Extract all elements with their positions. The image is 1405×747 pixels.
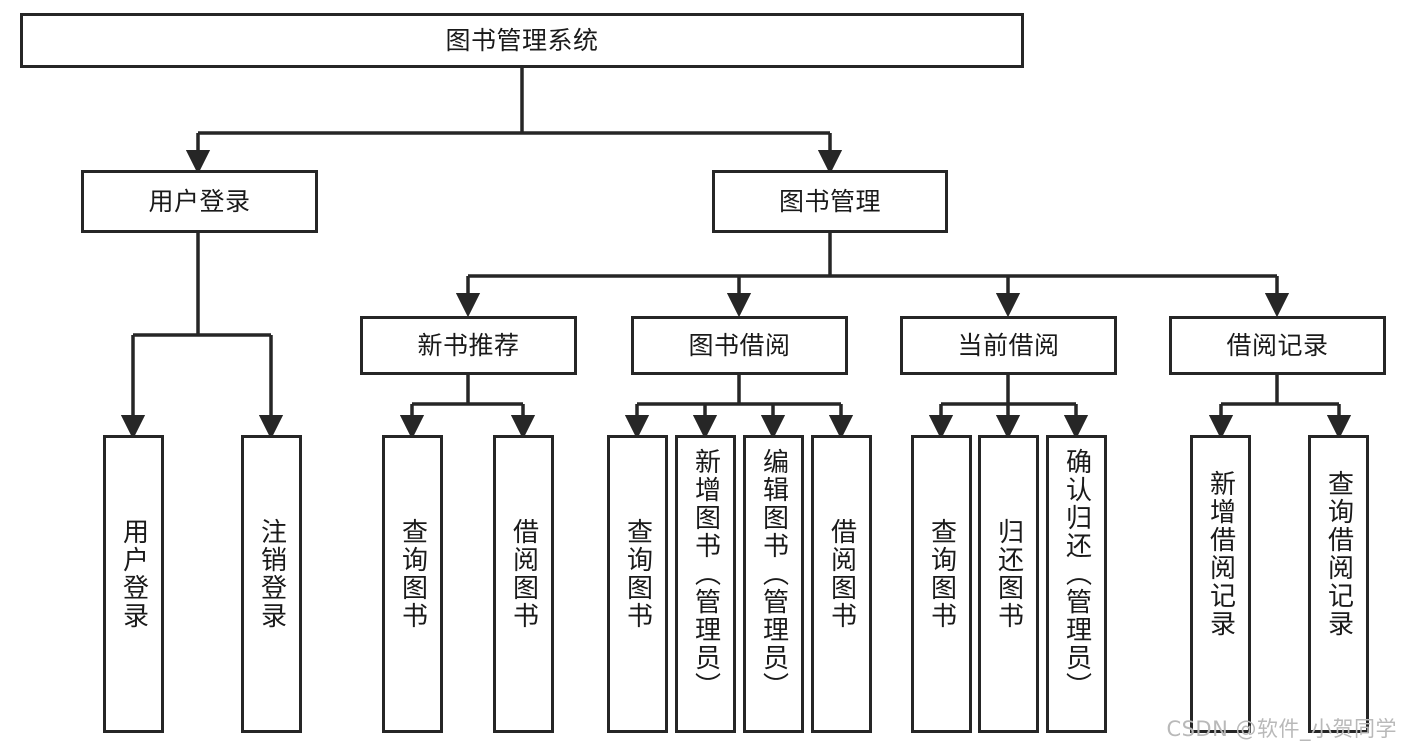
node-leaf-borrow-book-2-label: 借阅图书	[826, 518, 857, 630]
node-book-manage[interactable]: 图书管理	[712, 170, 948, 233]
node-leaf-edit-book[interactable]: 编辑图书（管理员）	[743, 435, 804, 733]
node-borrow-record[interactable]: 借阅记录	[1169, 316, 1386, 375]
node-leaf-borrow-book-1-label: 借阅图书	[508, 518, 539, 630]
node-leaf-add-book[interactable]: 新增图书（管理员）	[675, 435, 736, 733]
node-leaf-user-login-label: 用户登录	[118, 518, 149, 630]
node-new-book-rec[interactable]: 新书推荐	[360, 316, 577, 375]
node-leaf-return-book[interactable]: 归还图书	[978, 435, 1039, 733]
node-leaf-add-record[interactable]: 新增借阅记录	[1190, 435, 1251, 733]
node-leaf-user-login[interactable]: 用户登录	[103, 435, 164, 733]
node-borrow-record-label: 借阅记录	[1226, 330, 1329, 360]
node-current-borrow-label: 当前借阅	[957, 330, 1060, 360]
node-leaf-edit-book-label: 编辑图书（管理员）	[758, 448, 789, 700]
node-leaf-borrow-book-2[interactable]: 借阅图书	[811, 435, 872, 733]
node-leaf-query-book-1[interactable]: 查询图书	[382, 435, 443, 733]
node-leaf-confirm-return-label: 确认归还（管理员）	[1061, 448, 1092, 700]
node-leaf-borrow-book-1[interactable]: 借阅图书	[493, 435, 554, 733]
node-user-login-label: 用户登录	[148, 186, 251, 216]
node-leaf-query-record[interactable]: 查询借阅记录	[1308, 435, 1369, 733]
node-book-borrow-label: 图书借阅	[688, 330, 791, 360]
node-leaf-add-book-label: 新增图书（管理员）	[690, 448, 721, 700]
node-current-borrow[interactable]: 当前借阅	[900, 316, 1117, 375]
node-leaf-user-logout[interactable]: 注销登录	[241, 435, 302, 733]
node-leaf-query-book-3[interactable]: 查询图书	[911, 435, 972, 733]
node-leaf-query-book-3-label: 查询图书	[926, 518, 957, 630]
node-root-label: 图书管理系统	[445, 25, 599, 55]
node-leaf-return-book-label: 归还图书	[993, 518, 1024, 630]
node-new-book-rec-label: 新书推荐	[417, 330, 520, 360]
node-book-manage-label: 图书管理	[778, 186, 881, 216]
node-user-login[interactable]: 用户登录	[81, 170, 318, 233]
node-leaf-query-record-label: 查询借阅记录	[1323, 470, 1354, 638]
node-leaf-confirm-return[interactable]: 确认归还（管理员）	[1046, 435, 1107, 733]
node-leaf-query-book-2[interactable]: 查询图书	[607, 435, 668, 733]
csdn-watermark: CSDN @软件_小贺同学	[1166, 717, 1397, 741]
node-book-borrow[interactable]: 图书借阅	[631, 316, 848, 375]
node-leaf-query-book-2-label: 查询图书	[622, 518, 653, 630]
node-leaf-query-book-1-label: 查询图书	[397, 518, 428, 630]
node-leaf-add-record-label: 新增借阅记录	[1205, 470, 1236, 638]
node-leaf-user-logout-label: 注销登录	[256, 518, 287, 630]
node-root[interactable]: 图书管理系统	[20, 13, 1024, 68]
